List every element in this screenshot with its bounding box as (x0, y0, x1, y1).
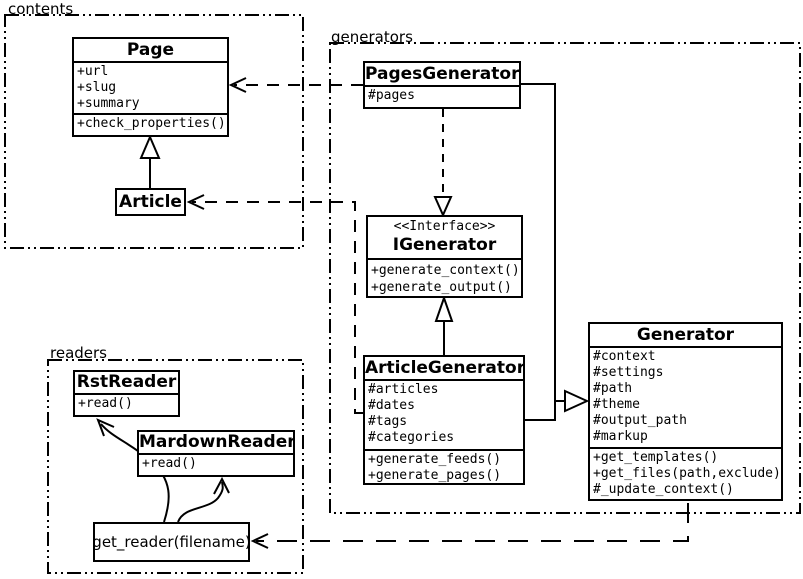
class-igenerator-title: IGenerator (392, 235, 497, 255)
class-article: Article (115, 188, 186, 216)
method: +check_properties() (77, 116, 226, 131)
readers-package-border (47, 359, 304, 574)
class-rstreader-title: RstReader (76, 372, 177, 392)
class-igenerator-header: <<Interface>> IGenerator (368, 217, 521, 258)
class-generator-attributes: #context #settings #path #theme #output_… (590, 346, 781, 447)
class-igenerator: <<Interface>> IGenerator +generate_conte… (366, 215, 523, 298)
class-rstreader-methods: +read() (75, 393, 178, 415)
class-articlegenerator: ArticleGenerator #articles #dates #tags … (363, 355, 525, 485)
method: +read() (78, 396, 133, 411)
inheritance-triangle-icon (139, 134, 161, 159)
articlegenerator-to-generator-line (525, 401, 556, 421)
attribute: #settings (593, 365, 664, 380)
attribute: +summary (77, 96, 140, 111)
class-generator-methods: +get_templates() +get_files(path,exclude… (590, 447, 781, 499)
attribute: #markup (593, 429, 648, 444)
open-arrowhead-icon (250, 533, 269, 549)
method: +generate_context() (371, 263, 520, 278)
attribute: #categories (368, 430, 455, 445)
open-arrowhead-icon (213, 476, 230, 495)
class-pagesgenerator: PagesGenerator #pages (363, 61, 521, 109)
class-page-title: Page (126, 40, 175, 60)
attribute: #dates (368, 398, 415, 413)
attribute: +url (77, 64, 109, 79)
class-pagesgenerator-attributes: #pages (365, 85, 519, 107)
getreader-to-markdownreader-curve (177, 481, 224, 523)
method: +get_templates() (593, 450, 719, 465)
class-igenerator-stereotype: <<Interface>> (393, 219, 496, 234)
generators-package-border (329, 42, 801, 514)
class-markdownreader: MardownReader +read() (137, 430, 295, 477)
class-page-attributes: +url +slug +summary (74, 61, 227, 113)
contents-package-label: contents (8, 0, 74, 18)
class-igenerator-methods: +generate_context() +generate_output() (368, 258, 521, 296)
readers-package-label: readers (50, 344, 107, 362)
articlegenerator-to-article-dashed-line (192, 201, 363, 414)
attribute: #pages (368, 88, 415, 103)
attribute: #path (593, 381, 633, 396)
get-reader-box: get_reader(filename) (92, 522, 251, 562)
generator-to-getreader-dashed-line (256, 503, 689, 542)
attribute: +slug (77, 80, 117, 95)
class-markdownreader-methods: +read() (139, 453, 293, 475)
open-arrowhead-icon (96, 418, 115, 437)
class-rstreader: RstReader +read() (73, 370, 180, 417)
get-reader-label: get_reader(filename) (92, 533, 251, 551)
inheritance-triangle-icon (434, 294, 454, 322)
class-markdownreader-title: MardownReader (139, 432, 293, 452)
method: +read() (142, 456, 197, 471)
class-generator-title: Generator (636, 325, 735, 345)
inheritance-triangle-icon (564, 389, 590, 413)
attribute: #context (593, 349, 656, 364)
pagesgenerator-to-generator-line (521, 83, 564, 402)
contents-package-border (4, 14, 304, 249)
method: #_update_context() (593, 482, 734, 497)
attribute: #tags (368, 414, 408, 429)
method: +get_files(path,exclude) (593, 466, 781, 481)
attribute: #theme (593, 397, 640, 412)
open-arrowhead-icon (186, 194, 205, 210)
open-arrowhead-icon (228, 77, 247, 93)
class-page: Page +url +slug +summary +check_properti… (72, 37, 229, 137)
class-page-methods: +check_properties() (74, 113, 227, 135)
class-pagesgenerator-title: PagesGenerator (365, 64, 519, 84)
method: +generate_output() (371, 280, 512, 295)
class-generator: Generator #context #settings #path #them… (588, 322, 783, 501)
realization-triangle-icon (433, 196, 453, 218)
class-articlegenerator-title: ArticleGenerator (365, 358, 523, 378)
class-article-title: Article (119, 192, 182, 212)
attribute: #output_path (593, 413, 687, 428)
attribute: #articles (368, 382, 439, 397)
method: +generate_pages() (368, 468, 502, 483)
class-articlegenerator-methods: +generate_feeds() +generate_pages() (365, 449, 523, 483)
class-articlegenerator-attributes: #articles #dates #tags #categories (365, 379, 523, 449)
method: +generate_feeds() (368, 452, 502, 467)
generators-package-label: generators (331, 28, 413, 46)
